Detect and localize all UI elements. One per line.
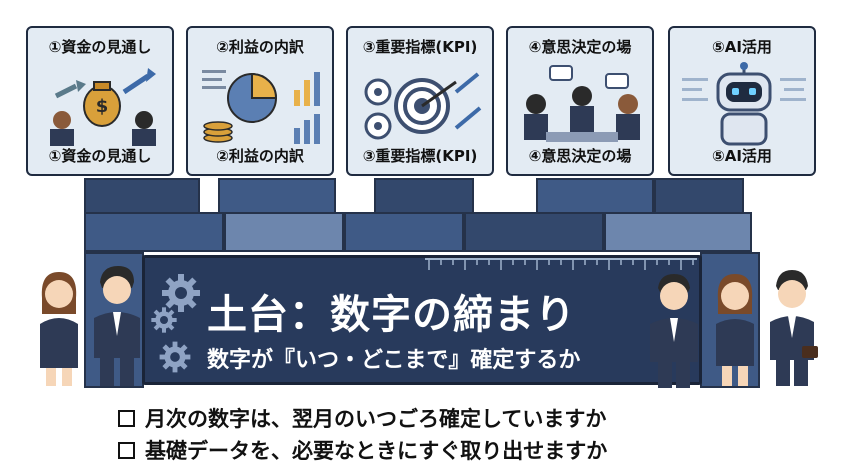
money-bag-icon: $: [50, 68, 156, 146]
question-item: 月次の数字は、翌月のいつごろ確定していますか: [118, 403, 606, 433]
block: [344, 212, 464, 252]
card-ai-usage: ⑤AI活用 ⑤AI活用: [668, 26, 816, 176]
card-label: ①資金の見通し: [48, 147, 152, 165]
gear-icon: [162, 274, 200, 312]
foundation-title: 土台：数字の締まり: [207, 292, 576, 338]
block: [374, 178, 474, 216]
person-woman-icon: [716, 274, 754, 386]
person-man-icon: [94, 266, 140, 386]
block: [464, 212, 604, 252]
card-title: ①資金の見通し: [48, 38, 152, 56]
card-decision-meeting: ④意思決定の場 ④意思決定の場: [506, 26, 654, 176]
block: [654, 178, 744, 216]
person-man-presenter-icon: [650, 274, 698, 388]
block: [218, 178, 336, 216]
card-title: ②利益の内訳: [216, 38, 304, 56]
target-icon: [364, 72, 482, 140]
question-text: 月次の数字は、翌月のいつごろ確定していますか: [145, 407, 607, 431]
person-man-icon: [770, 270, 818, 386]
gear-icon: [151, 307, 177, 333]
svg-text:$: $: [96, 96, 109, 117]
checkbox-icon: [118, 442, 135, 459]
card-label: ④意思決定の場: [528, 147, 632, 165]
meeting-icon: [524, 65, 640, 142]
person-woman-icon: [40, 272, 78, 386]
card-kpi: ③重要指標(KPI) ③重要指標(KPI): [346, 26, 494, 176]
ruler-icon: [425, 258, 697, 270]
block: [536, 178, 654, 216]
block: [224, 212, 344, 252]
card-cash-outlook: ①資金の見通し $ ①資金の見通し: [26, 26, 174, 176]
question-text: 基礎データを、必要なときにすぐ取り出せますか: [145, 439, 608, 463]
block: [84, 212, 224, 252]
foundation-board: 土台：数字の締まり 数字が『いつ・どこまで』確定するか: [142, 255, 702, 385]
card-title: ④意思決定の場: [528, 38, 632, 56]
robot-icon: [682, 62, 806, 146]
pie-chart-icon: [202, 70, 320, 144]
card-title: ⑤AI活用: [712, 38, 772, 56]
foundation-subtitle: 数字が『いつ・どこまで』確定するか: [207, 348, 581, 373]
card-label: ③重要指標(KPI): [362, 147, 478, 165]
gear-icon: [159, 341, 191, 373]
block: [84, 178, 200, 216]
block: [604, 212, 752, 252]
card-title: ③重要指標(KPI): [362, 38, 478, 56]
question-item: 基礎データを、必要なときにすぐ取り出せますか: [118, 435, 607, 465]
card-label: ⑤AI活用: [712, 147, 772, 165]
checkbox-icon: [118, 410, 135, 427]
card-profit-breakdown: ②利益の内訳 ②利益の内訳: [186, 26, 334, 176]
card-label: ②利益の内訳: [216, 147, 304, 165]
